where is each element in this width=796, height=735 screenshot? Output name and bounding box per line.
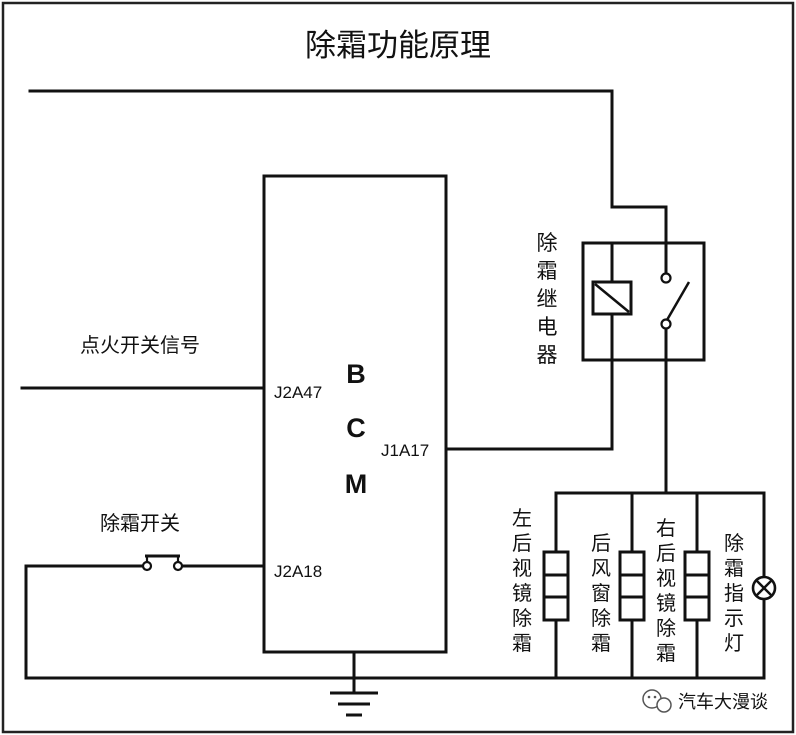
ignition-signal-label: 点火开关信号 xyxy=(80,333,200,357)
load-label-char: 示 xyxy=(724,606,744,630)
load-label-char: 除 xyxy=(512,606,532,630)
defrost-switch-icon xyxy=(141,554,184,572)
relay-label-char: 器 xyxy=(537,343,558,367)
power-line xyxy=(28,89,668,245)
load-label-char: 后 xyxy=(591,531,611,555)
diagram-title: 除霜功能原理 xyxy=(305,28,491,64)
indicator-lamp-icon xyxy=(751,575,777,601)
load-label-indicator-lamp: 除 霜 指 示 灯 xyxy=(724,531,744,655)
load-label-left-mirror: 左 后 视 镜 除 霜 xyxy=(512,506,532,655)
relay-label-char: 霜 xyxy=(537,259,558,283)
relay-contact-node-top xyxy=(660,272,672,284)
left-mirror-heater-icon xyxy=(542,546,570,626)
relay-switch-blade xyxy=(665,281,691,321)
load-label-char: 灯 xyxy=(724,631,744,655)
ground-icon xyxy=(330,691,378,717)
load-label-char: 镜 xyxy=(512,581,532,605)
load-label-char: 后 xyxy=(512,531,532,555)
rear-window-heater-icon xyxy=(618,550,646,622)
relay-control-wire xyxy=(444,358,614,451)
load-bus-top xyxy=(554,491,766,580)
pin-label-j2a47: J2A47 xyxy=(274,383,322,402)
load-label-right-mirror: 右 后 视 镜 除 霜 xyxy=(656,516,676,665)
relay-label-char: 电 xyxy=(537,315,558,339)
bcm-letter-m: M xyxy=(345,469,368,499)
pin-label-j1a17: J1A17 xyxy=(381,441,429,460)
load-label-char: 镜 xyxy=(656,591,676,615)
load-label-char: 霜 xyxy=(656,641,676,665)
load-label-char: 右 xyxy=(656,516,676,540)
relay-coil-diagonal xyxy=(594,283,630,313)
defrost-switch-label: 除霜开关 xyxy=(100,511,180,535)
relay-label-char: 除 xyxy=(537,231,558,255)
relay-label: 除 霜 继 电 器 xyxy=(537,231,558,367)
load-label-char: 霜 xyxy=(724,556,744,580)
pin-label-j2a18: J2A18 xyxy=(274,562,322,581)
load-label-char: 除 xyxy=(591,606,611,630)
relay-box xyxy=(581,241,706,362)
switch-ground-loop xyxy=(24,564,558,680)
bcm-letter-c: C xyxy=(346,413,366,443)
load-label-char: 窗 xyxy=(591,581,611,605)
watermark-text: 汽车大漫谈 xyxy=(678,692,768,713)
relay-contact-node-bottom xyxy=(660,318,672,330)
bcm-letter-b: B xyxy=(346,359,366,389)
load-label-char: 除 xyxy=(724,531,744,555)
load-label-char: 风 xyxy=(591,556,611,580)
load-label-char: 左 xyxy=(512,506,532,530)
load-label-char: 霜 xyxy=(512,631,532,655)
load-label-char: 视 xyxy=(656,566,676,590)
load-label-char: 后 xyxy=(656,541,676,565)
load-label-char: 视 xyxy=(512,556,532,580)
right-mirror-heater-icon xyxy=(683,550,711,622)
wechat-logo-icon xyxy=(642,689,672,713)
load-label-char: 霜 xyxy=(591,631,611,655)
load-label-char: 除 xyxy=(656,616,676,640)
load-label-char: 指 xyxy=(724,581,744,605)
load-label-rear-window: 后 风 窗 除 霜 xyxy=(591,531,611,655)
watermark: 汽车大漫谈 xyxy=(642,689,768,713)
relay-label-char: 继 xyxy=(537,287,558,311)
